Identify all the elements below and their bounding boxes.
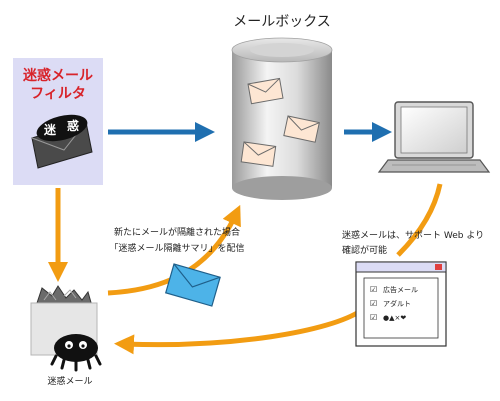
filter-title-line2: フィルタ bbox=[30, 86, 86, 102]
summary-item-3: ●▲×❤ bbox=[383, 314, 406, 322]
support-note-line1: 迷惑メールは、サポート Web より bbox=[342, 229, 484, 241]
spam-monster-icon bbox=[50, 334, 102, 372]
envelope-icon bbox=[283, 115, 320, 143]
summary-check-2: ☑ bbox=[370, 299, 377, 308]
notice-line1: 新たにメールが隔離された場合 bbox=[114, 226, 240, 238]
stamp-char-2: 惑 bbox=[67, 118, 79, 133]
envelope-icon bbox=[240, 141, 277, 167]
spam-bin-label: 迷惑メール bbox=[47, 375, 92, 387]
crumpled-paper-icon bbox=[35, 285, 93, 307]
envelope-icon bbox=[247, 77, 284, 105]
mailbox-title: メールボックス bbox=[233, 14, 331, 30]
monitor-icon bbox=[377, 101, 491, 173]
summary-check-1: ☑ bbox=[370, 285, 377, 294]
close-icon bbox=[435, 264, 442, 270]
support-note-line2: 確認が可能 bbox=[342, 244, 387, 256]
summary-item-1: 広告メール bbox=[383, 285, 418, 294]
summary-window: ☑ 広告メール ☑ アダルト ☑ ●▲×❤ bbox=[355, 261, 447, 347]
filter-title-line1: 迷惑メール bbox=[22, 67, 93, 84]
orange-arrow-summary-to-bin bbox=[114, 307, 364, 355]
orange-line-pc-to-summary bbox=[396, 183, 443, 257]
spam-stamp-icon: 迷 惑 bbox=[36, 114, 88, 142]
summary-item-2: アダルト bbox=[383, 299, 411, 308]
notice-line2: 「迷惑メール隔離サマリ」を配信 bbox=[109, 242, 244, 254]
stamp-char-1: 迷 bbox=[43, 122, 57, 137]
mailbox-cylinder-icon bbox=[231, 37, 333, 200]
summary-check-3: ☑ bbox=[370, 313, 377, 322]
summary-envelope-icon bbox=[164, 263, 221, 307]
